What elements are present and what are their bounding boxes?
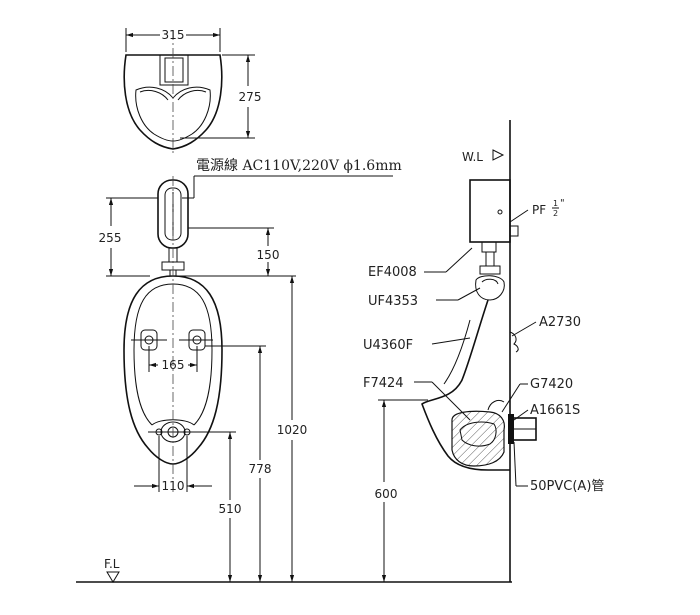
- floor-level-marker: [106, 571, 120, 583]
- part-50pvc: 50PVC(A)管: [530, 479, 604, 494]
- front-view: 255 150 165 110 1020 778 510: [99, 176, 308, 582]
- top-view: 315 275: [123, 28, 262, 155]
- floor: F.L: [76, 557, 512, 583]
- pf-frac-den: 2: [553, 209, 558, 218]
- water-level-marker: [492, 149, 505, 161]
- dim-150: 150: [257, 248, 280, 262]
- side-urinal-profile: [421, 299, 510, 471]
- pf-label: PF: [532, 203, 546, 217]
- part-g7420: G7420: [530, 377, 573, 392]
- floor-level-label: F.L: [104, 557, 120, 571]
- side-view: W.L PF 1 2 " 600: [363, 120, 604, 582]
- side-spreader: [475, 275, 505, 301]
- dim-255: 255: [99, 231, 122, 245]
- top-view-basin: [135, 86, 211, 142]
- dim-1020: 1020: [277, 423, 308, 437]
- power-cord-label: 電源線 AC110V,220V ϕ1.6mm: [196, 158, 402, 174]
- part-f7424: F7424: [363, 376, 404, 391]
- dim-778: 778: [249, 462, 272, 476]
- part-ef4008: EF4008: [368, 265, 417, 280]
- side-trap: [451, 410, 505, 467]
- dim-165: 165: [162, 358, 185, 372]
- dim-110: 110: [162, 479, 185, 493]
- top-view-valve: [159, 54, 189, 86]
- top-depth-label: 275: [239, 90, 262, 104]
- dim-600: 600: [375, 487, 398, 501]
- top-width-label: 315: [162, 28, 185, 42]
- power-cord: 電源線 AC110V,220V ϕ1.6mm: [182, 158, 402, 199]
- top-view-bowl-outline: [123, 54, 223, 150]
- water-level-label: W.L: [462, 150, 483, 164]
- part-a2730: A2730: [539, 315, 581, 330]
- part-a1661s: A1661S: [530, 403, 580, 418]
- dim-510: 510: [219, 502, 242, 516]
- part-uf4353: UF4353: [368, 294, 418, 309]
- pf-frac-num: 1: [553, 199, 558, 208]
- pf-inch: ": [560, 198, 565, 209]
- side-flush-box: [469, 179, 511, 243]
- part-u4360f: U4360F: [363, 338, 413, 353]
